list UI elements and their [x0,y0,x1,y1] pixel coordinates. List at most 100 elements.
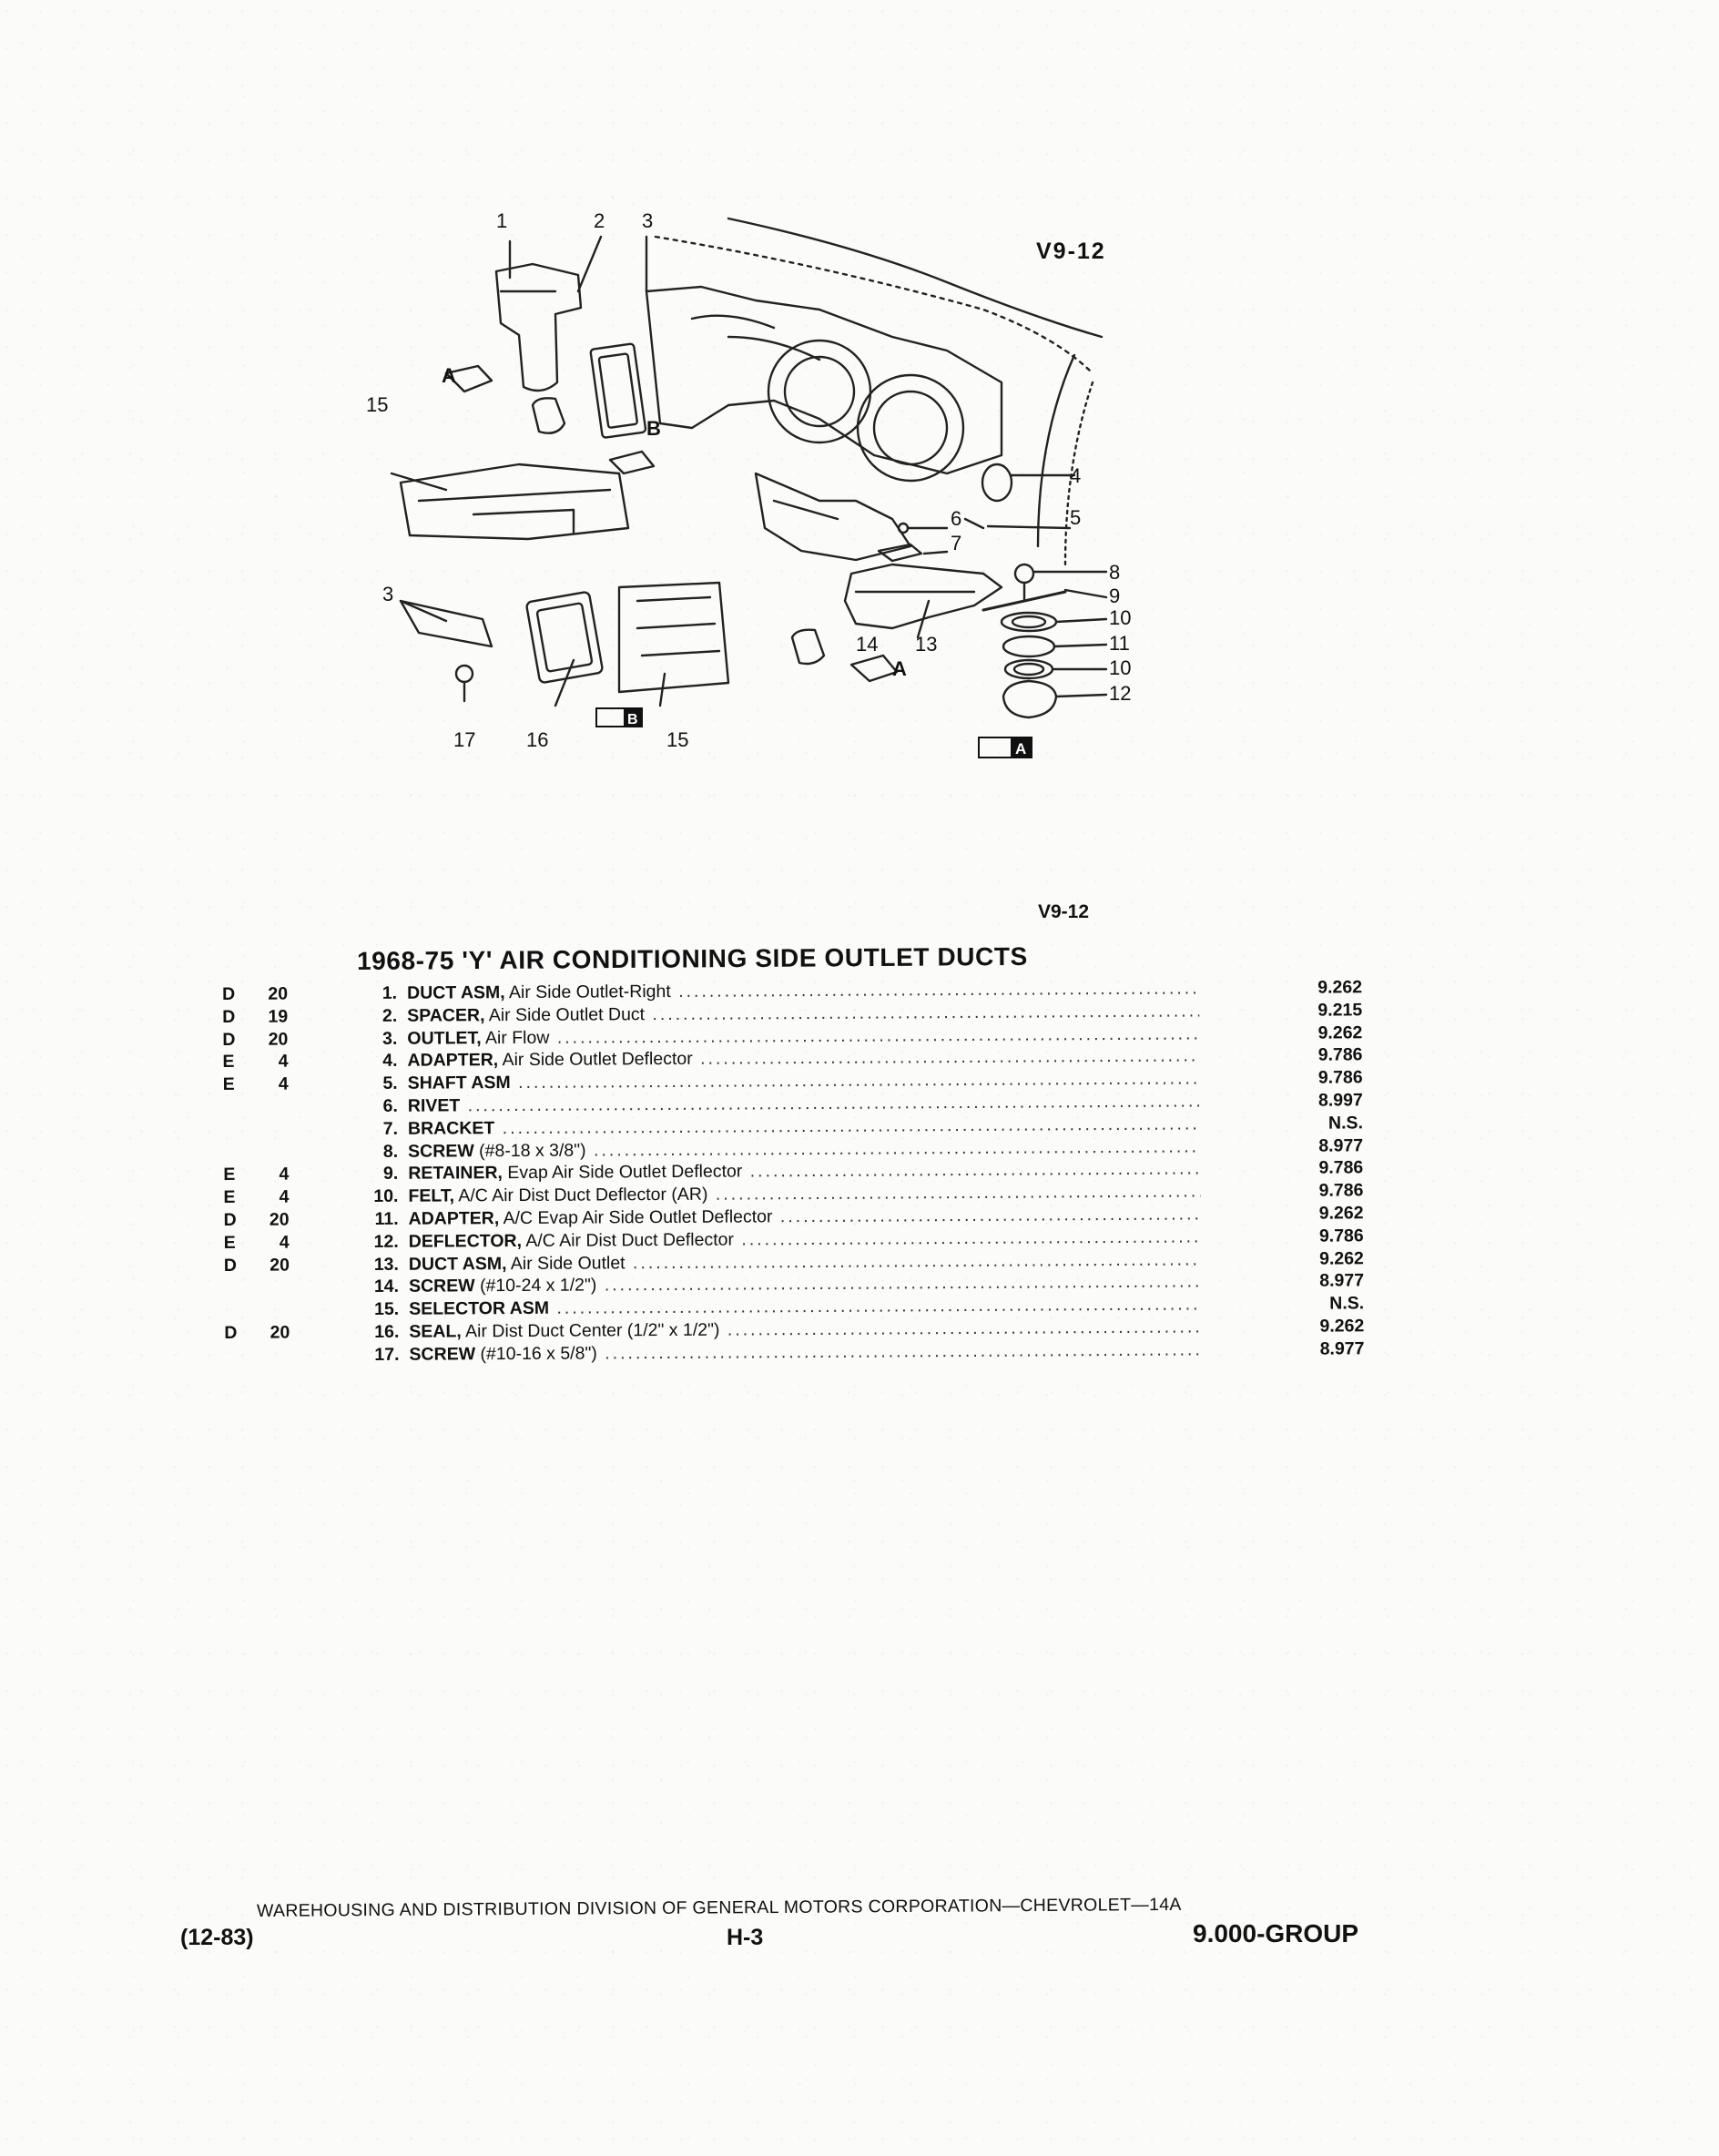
part-source-number: 4 [278,1051,289,1073]
mount-lower [790,628,826,666]
part-source-letter: E [223,1164,236,1185]
air-flow-outlet-lower [399,599,493,648]
leader-dots: ........................................… [741,1225,1201,1250]
callout-10-upper: 10 [1109,606,1131,629]
part-source-number: 20 [270,1255,290,1276]
blower-housing-right [856,373,965,483]
leader-dots: ........................................… [652,1000,1200,1024]
part-name: DUCT ASM, [407,982,505,1003]
part-group-number: N.S. [1327,1113,1364,1134]
part-group-number: 9.262 [1318,1247,1364,1269]
callout-15-top: 15 [366,393,388,416]
part-source-number: 4 [279,1232,290,1253]
leader-dots: ........................................… [518,1067,1200,1093]
part-source-letter: E [223,1187,236,1208]
selector-asm-lower [617,581,730,694]
leader-dots: ........................................… [779,1203,1201,1227]
part-source-letter: E [223,1232,236,1253]
part-group-number: 9.786 [1318,1180,1364,1201]
view-a-clip-lower [849,654,899,683]
part-source-number: 4 [279,1186,290,1207]
part-name: SCREW [408,1140,474,1162]
part-source-letter: E [222,1052,235,1073]
selector-asm-upper [399,463,630,541]
part-description: SCREW (#10-16 x 5/8") ..................… [409,1338,1201,1366]
part-group-number: 8.977 [1319,1270,1365,1292]
part-group-number: 9.786 [1317,1067,1363,1088]
part-source-letter: D [224,1322,238,1343]
part-detail: Air Side Outlet Duct [484,1003,646,1026]
part-name: SPACER, [407,1005,485,1026]
part-source-code: D 20 [224,1254,290,1276]
callout-14: 14 [856,633,878,656]
part-detail: A/C Evap Air Side Outlet Deflector [499,1206,773,1229]
footer-group: 9.000-GROUP [1193,1919,1359,1948]
part-detail: Air Flow [481,1027,550,1048]
part-item-number: 13. [373,1254,399,1275]
part-item-number: 7. [382,1118,399,1139]
part-group-number: 9.262 [1317,977,1363,998]
part-item-number: 9. [382,1164,399,1185]
view-marker-b: B [595,707,643,727]
part-name: SCREW [408,1276,475,1297]
svg-text:A: A [1015,740,1026,758]
part-group-number: 9.215 [1317,1000,1363,1021]
part-name: FELT, [408,1185,455,1206]
leader-dots: ........................................… [467,1090,1200,1116]
leader-dots: ........................................… [632,1248,1201,1273]
part-source-number: 20 [269,1209,290,1230]
callout-a-bottom: A [892,657,907,680]
section-title: 1968-75 'Y' AIR CONDITIONING SIDE OUTLET… [356,941,1028,975]
part-detail: Evap Air Side Outlet Deflector [502,1161,743,1184]
part-source-letter: D [222,983,236,1004]
leader-dots: ........................................… [556,1022,1200,1048]
leader-dots: ........................................… [593,1135,1201,1161]
part-name: SELECTOR ASM [409,1297,550,1319]
part-source-letter: D [223,1255,238,1276]
footer-page-number: H-3 [727,1925,764,1950]
callout-17: 17 [453,728,475,751]
part-name: SHAFT ASM [407,1073,511,1093]
part-group-number: 9.786 [1318,1225,1364,1246]
air-flow-outlet [645,285,1003,475]
callout-11: 11 [1109,632,1130,655]
part-item-number: 12. [373,1231,399,1252]
leader-dots: ........................................… [749,1157,1201,1182]
side-outlet-adapter [981,463,1013,503]
part-detail: Air Side Outlet-Right [504,981,671,1003]
part-source-number: 20 [268,1029,289,1050]
part-detail: A/C Air Dist Duct Deflector [521,1229,735,1251]
retainer-9 [982,590,1067,612]
mount-upper [531,397,566,434]
callout-b-top: B [646,417,661,440]
callout-3-top: 3 [642,209,653,232]
part-group-number: 9.786 [1317,1044,1363,1066]
part-item-number: 5. [382,1073,398,1094]
part-group-number: 8.997 [1317,1090,1363,1111]
leader-dots: ........................................… [556,1293,1202,1318]
dashboard-edge [654,235,1094,375]
part-item-number: 10. [373,1185,399,1207]
part-name: RETAINER, [408,1163,503,1185]
seal-center [525,591,604,684]
leader-dots: ........................................… [715,1180,1201,1205]
leader-dots: ........................................… [727,1316,1202,1340]
part-detail: Air Side Outlet Deflector [498,1049,693,1071]
screw-8 [1013,563,1035,585]
part-name: OUTLET, [407,1027,482,1049]
part-source-letter: E [222,1074,235,1095]
callout-7: 7 [951,532,961,554]
callout-a-top: A [442,364,456,387]
bracket [877,543,923,563]
view-b-clip [608,450,656,475]
reference-code: V9-12 [1038,901,1090,922]
blower-housing-left [767,339,872,444]
part-name: ADAPTER, [407,1050,499,1072]
part-source-number: 20 [268,983,289,1004]
adapter-11 [1002,635,1056,658]
part-detail: (#10-24 x 1/2") [474,1275,597,1297]
